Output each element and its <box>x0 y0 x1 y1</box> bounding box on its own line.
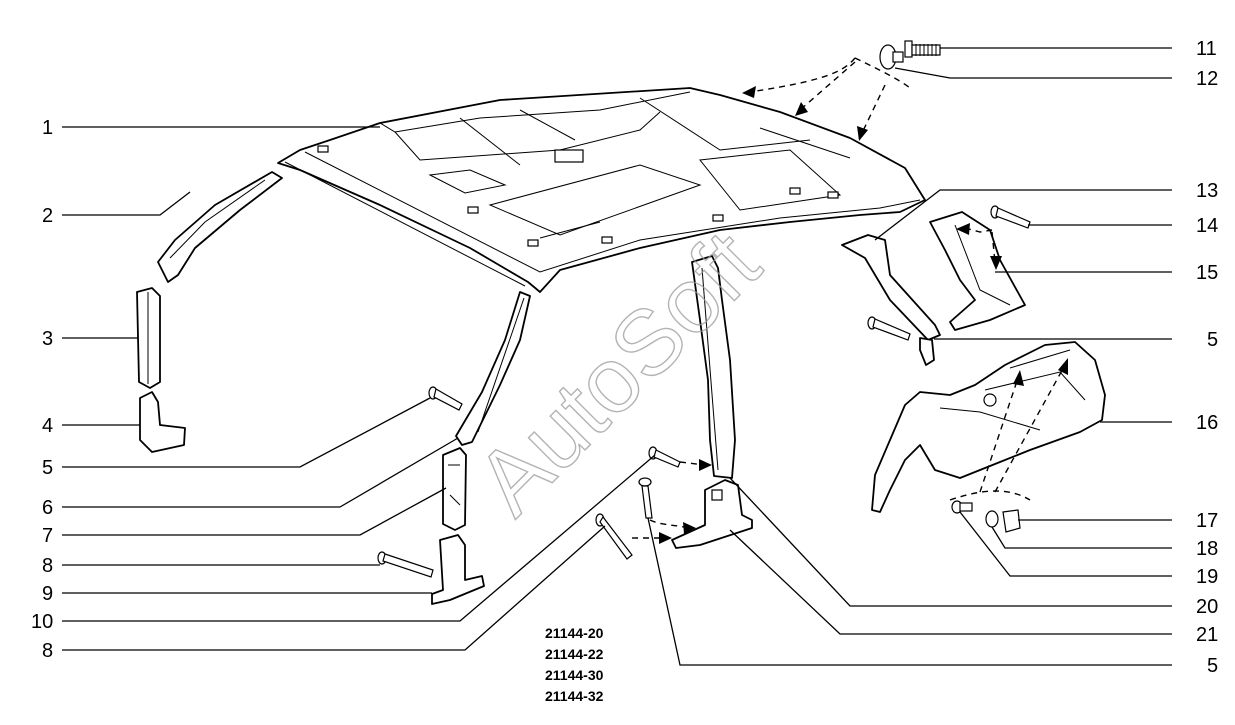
model-code-3: 21144-30 <box>545 667 604 683</box>
callout-7: 7 <box>42 525 53 547</box>
callout-5-bottom: 5 <box>1207 655 1218 677</box>
model-code-4: 21144-32 <box>545 688 604 704</box>
pillar-bracket-lower <box>431 534 485 605</box>
callout-19: 19 <box>1196 566 1218 588</box>
callout-1: 1 <box>42 117 53 139</box>
a-pillar-trim-left <box>157 171 283 283</box>
callout-15: 15 <box>1196 262 1218 284</box>
leader-lines-right <box>647 47 1172 666</box>
cap-12 <box>879 44 904 70</box>
callout-4: 4 <box>42 415 53 437</box>
screw-8-lower <box>595 513 633 560</box>
callout-3: 3 <box>42 328 53 350</box>
assembly-arrows <box>632 57 1068 544</box>
callout-8-lower: 8 <box>42 640 53 662</box>
callout-14: 14 <box>1196 215 1218 237</box>
callout-21: 21 <box>1196 624 1218 646</box>
c-pillar-trim-outer <box>929 211 1026 331</box>
callout-17: 17 <box>1196 510 1218 532</box>
c-pillar-trim-inner <box>841 234 941 366</box>
callout-2: 2 <box>42 205 53 227</box>
b-pillar-trim <box>691 255 736 479</box>
callout-6: 6 <box>42 497 53 519</box>
callouts-right: 11 12 13 14 15 5 16 17 18 19 20 21 5 <box>1196 38 1218 677</box>
callout-20: 20 <box>1196 596 1218 618</box>
callout-8: 8 <box>42 555 53 577</box>
pillar-trim-middle <box>442 447 467 531</box>
model-code-1: 21144-20 <box>545 625 604 641</box>
callouts-left: 1 2 3 4 5 6 7 8 9 10 8 <box>31 117 53 662</box>
rear-wheel-arch-trim <box>871 341 1106 513</box>
screw-14 <box>990 205 1031 229</box>
callout-11: 11 <box>1196 38 1217 60</box>
front-pillar-trim <box>455 291 531 446</box>
washer-18 <box>985 510 999 528</box>
model-code-2: 21144-22 <box>545 646 604 662</box>
screw-19 <box>951 500 973 514</box>
model-code-list: 21144-20 21144-22 21144-30 21144-32 <box>545 625 604 704</box>
callout-9: 9 <box>42 583 53 605</box>
pillar-trim-lower <box>139 391 186 453</box>
clip-17 <box>1002 509 1021 533</box>
callout-5-right: 5 <box>1207 329 1218 351</box>
screw-8-upper <box>377 551 434 578</box>
b-pillar-bracket <box>671 479 753 549</box>
screw-5-rear <box>867 316 911 341</box>
callout-16: 16 <box>1196 412 1218 434</box>
roof-headliner <box>277 87 926 293</box>
leader-lines-left <box>62 126 656 651</box>
pillar-bracket-upper <box>136 287 161 389</box>
callout-13: 13 <box>1196 180 1218 202</box>
screw-5-lower <box>638 477 653 519</box>
callout-12: 12 <box>1196 68 1218 90</box>
screw-5-front <box>428 386 463 411</box>
callout-18: 18 <box>1196 538 1218 560</box>
screw-11 <box>904 40 941 58</box>
callout-10: 10 <box>31 611 53 633</box>
callout-5: 5 <box>42 457 53 479</box>
